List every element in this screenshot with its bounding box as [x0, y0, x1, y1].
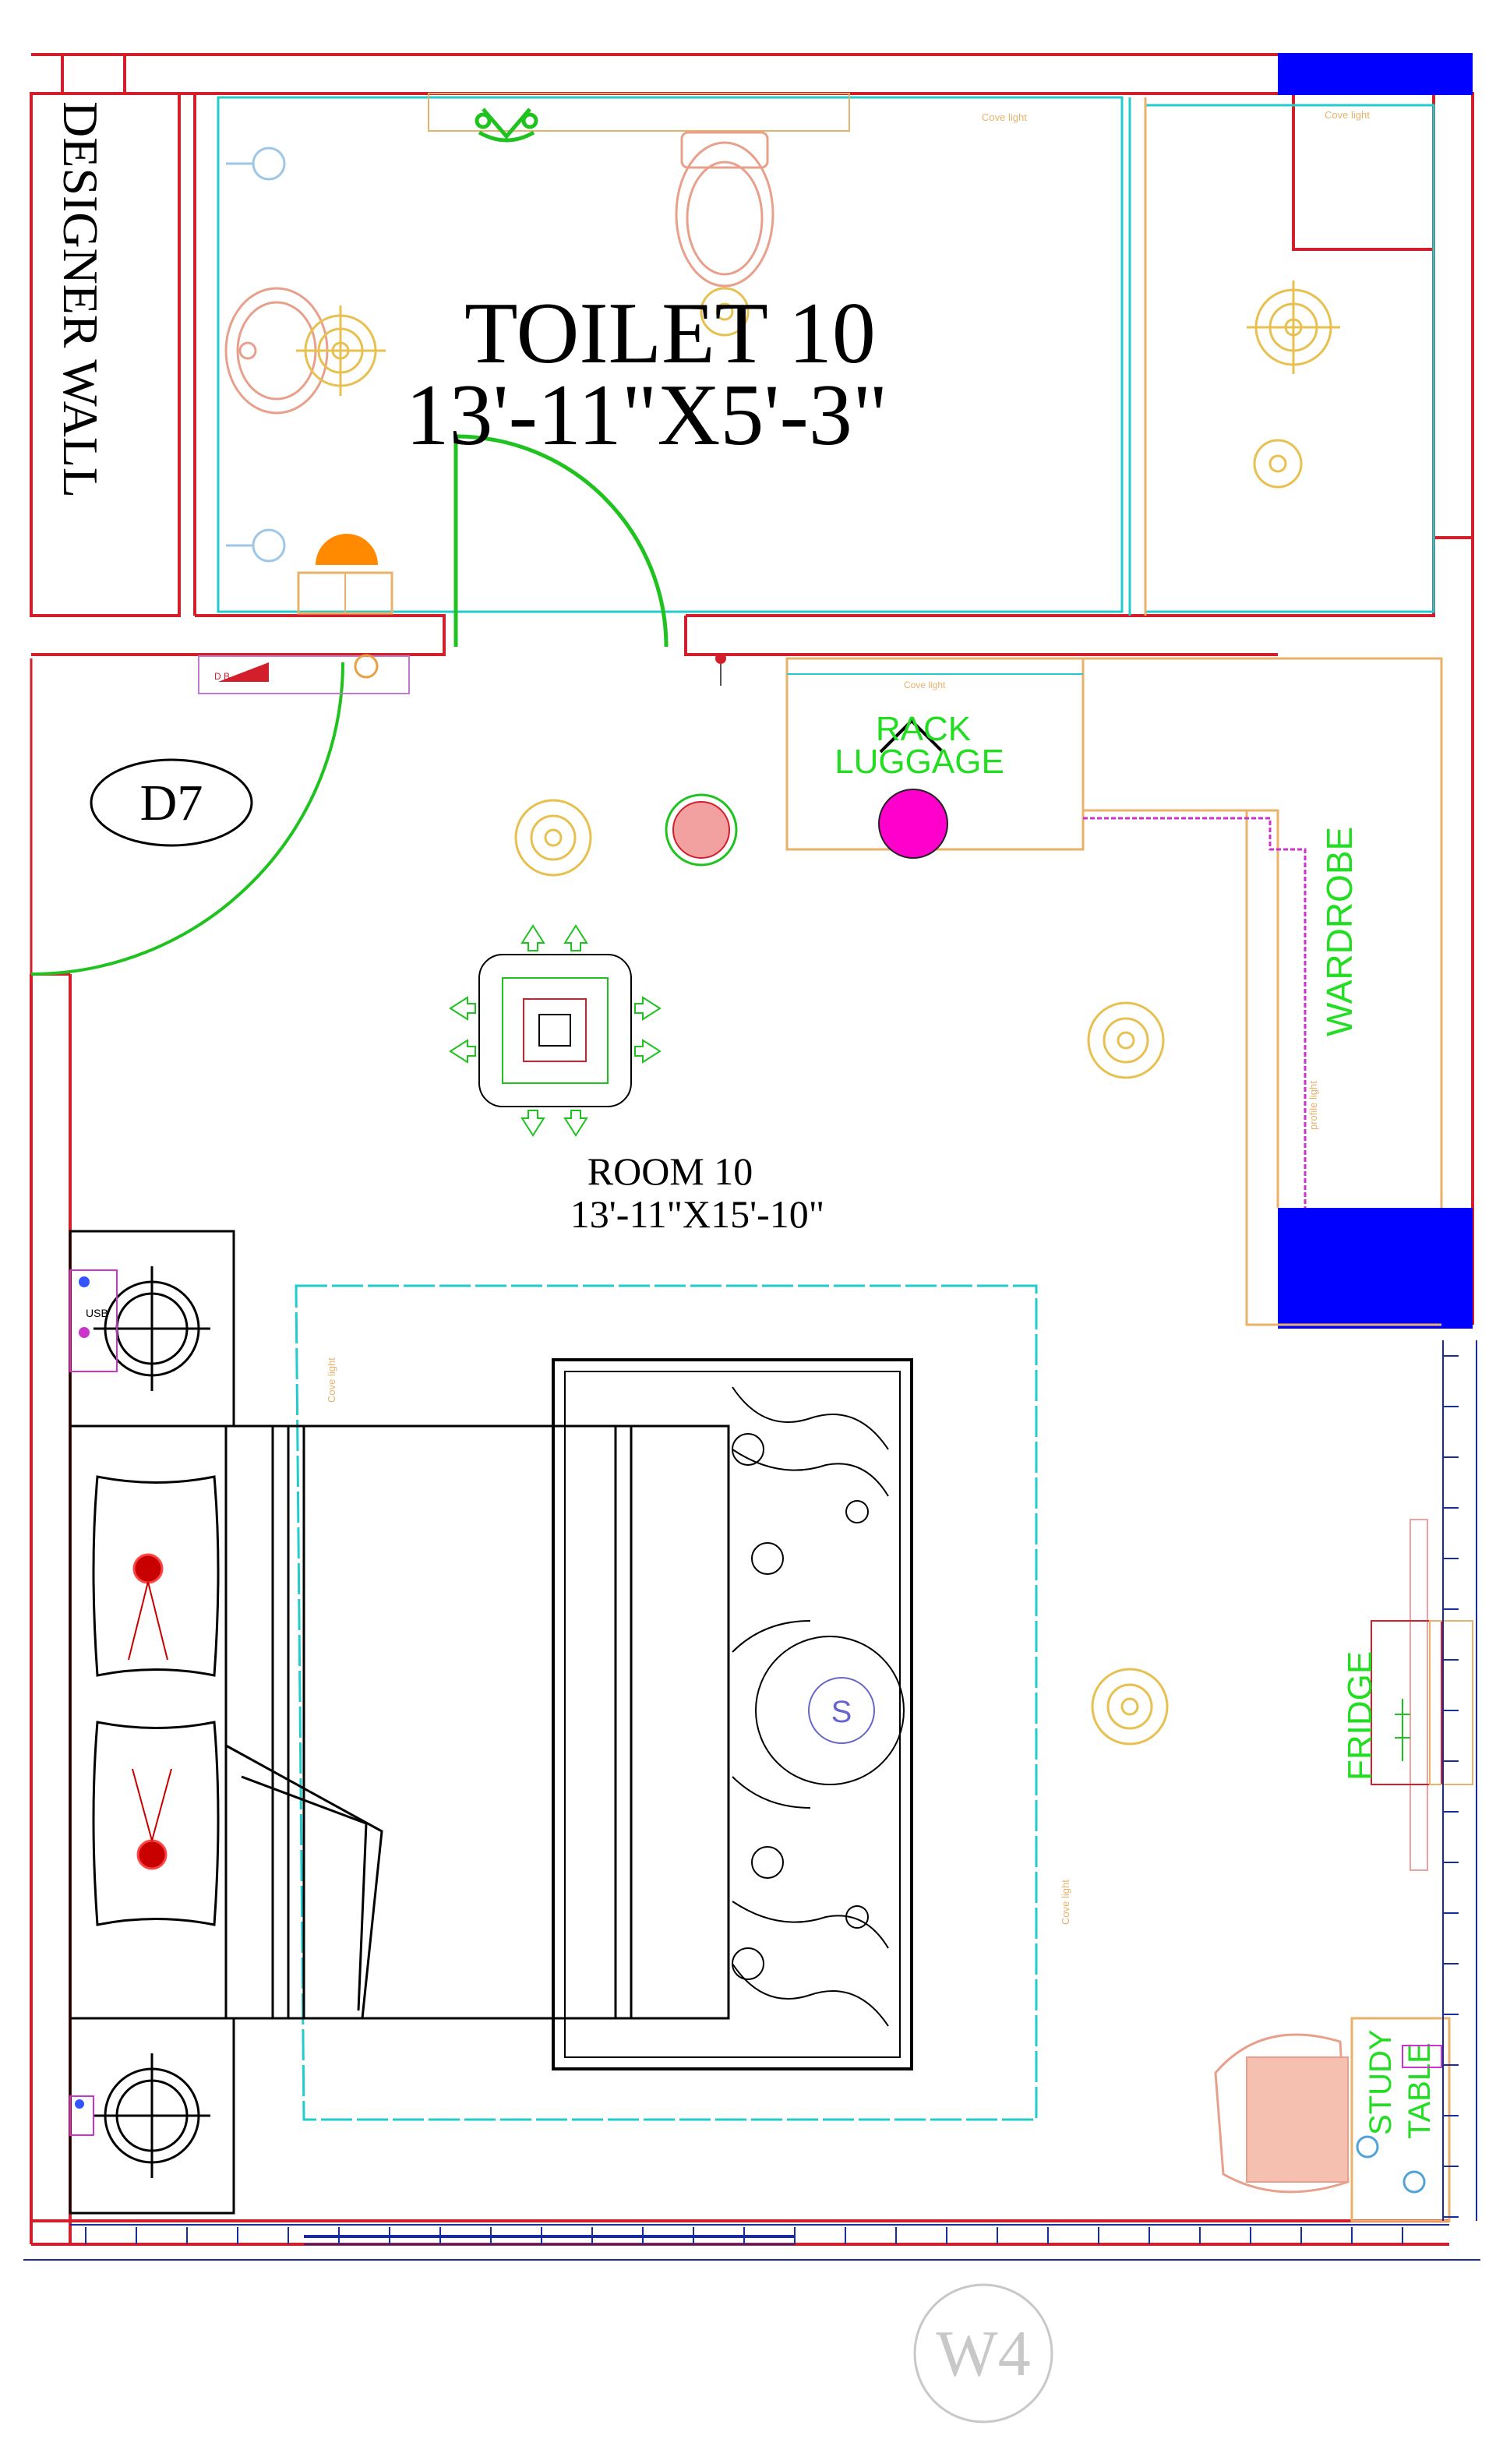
entrance-door: D7: [30, 658, 344, 976]
ac-marker: S: [831, 1695, 852, 1729]
column-top-right: [1278, 53, 1473, 95]
door-tag: D7: [140, 775, 203, 831]
room-downlights: [514, 799, 1169, 1746]
room-title: ROOM 10: [587, 1149, 753, 1193]
usb-label: USB: [86, 1307, 108, 1319]
window-tick-marks: [85, 1355, 1459, 2244]
toilet-size: 13'-11"X5'-3": [405, 367, 887, 464]
bed-reading-lights: [128, 1553, 172, 1870]
bedside-switch-icons: USB: [69, 1269, 118, 2136]
cove-light-label: Cove light: [1325, 109, 1370, 121]
cove-light-label: Cove light: [1060, 1880, 1071, 1925]
cove-light-label: Cove light: [904, 680, 946, 690]
downlight-icons: [296, 281, 1340, 489]
rack-luggage: RACK LUGGAGE Cove light: [785, 657, 1085, 859]
rug: S: [552, 1358, 913, 2070]
profile-light-label: profile light: [1307, 1081, 1319, 1130]
ceiling-fan-icon: [449, 924, 662, 1137]
designer-wall-label: DESIGNER WALL: [53, 101, 108, 498]
study-label: STUDY: [1364, 2029, 1398, 2135]
bed: [69, 1424, 730, 2020]
toilet-area: TOILET 10 13'-11"X5'-3" Cove light Cove …: [217, 93, 1435, 648]
geyser-icon: [297, 534, 393, 615]
room-size: 13'-11"X15'-10": [570, 1192, 824, 1236]
study-table: STUDY TABLE: [1214, 2017, 1451, 2222]
rack-label: RACK: [876, 710, 971, 748]
side-table-bottom: [69, 2017, 235, 2215]
bed-cove-light: [295, 1284, 1038, 2121]
toilet-door-swing: [453, 434, 669, 648]
speaker-icon: [665, 793, 738, 867]
wardrobe: WARDROBE profile light: [1083, 657, 1443, 1326]
wc-icon: [675, 131, 774, 288]
fridge: FRIDGE: [1341, 1519, 1473, 1871]
column-wardrobe: [1278, 1208, 1473, 1329]
switchboard-icons: D B: [198, 653, 726, 694]
db-label: D B: [214, 671, 230, 682]
window-tag: W4: [913, 2283, 1053, 2423]
cove-light-label: Cove light: [982, 111, 1027, 123]
table-label: TABLE: [1402, 2042, 1437, 2139]
exhaust-icon: [475, 108, 538, 143]
window-edge: [23, 1340, 1480, 2261]
fridge-label: FRIDGE: [1341, 1651, 1379, 1781]
window-label: W4: [936, 2318, 1030, 2390]
cove-light-label: Cove light: [326, 1357, 337, 1403]
side-table-top: [69, 1230, 235, 1428]
pillow-icons: [92, 1475, 220, 1926]
luggage-label: LUGGAGE: [834, 743, 1004, 781]
wardrobe-label: WARDROBE: [1319, 827, 1360, 1036]
toilet-fixtures-icons: [226, 146, 286, 563]
toilet-title: TOILET 10: [464, 285, 876, 382]
